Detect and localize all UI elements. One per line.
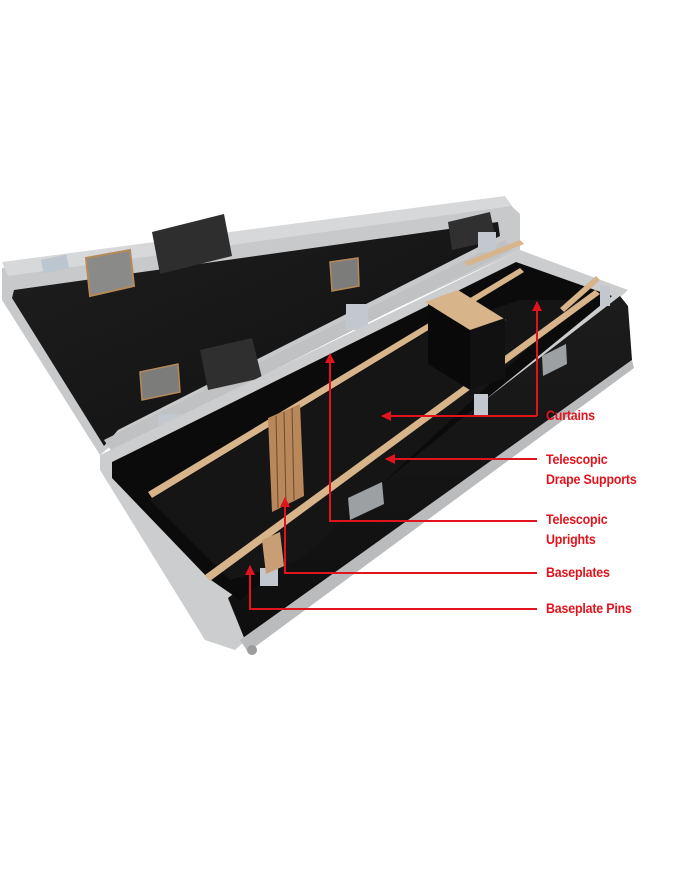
callout-arrows — [245, 301, 542, 610]
label-line: Drape Supports — [546, 472, 637, 487]
label-uprights: Telescopic Uprights — [546, 510, 608, 550]
foam-block-icon — [152, 214, 232, 274]
baseplates-arrow — [280, 497, 537, 574]
wood-dividers — [148, 240, 600, 581]
side-handle-icon — [348, 482, 384, 520]
label-drape-supports: Telescopic Drape Supports — [546, 450, 637, 490]
label-line: Telescopic — [546, 512, 608, 527]
label-baseplates: Baseplates — [546, 563, 610, 583]
label-line: Baseplate Pins — [546, 601, 632, 616]
label-baseplate-pins: Baseplate Pins — [546, 599, 632, 619]
baseplate-pins-arrow — [245, 565, 537, 610]
label-curtains: Curtains — [546, 406, 595, 426]
label-line: Baseplates — [546, 565, 610, 580]
recessed-dish-icon — [84, 248, 136, 298]
label-line: Uprights — [546, 532, 596, 547]
uprights-arrow — [325, 353, 537, 522]
label-line: Telescopic — [546, 452, 608, 467]
label-line: Curtains — [546, 408, 595, 423]
